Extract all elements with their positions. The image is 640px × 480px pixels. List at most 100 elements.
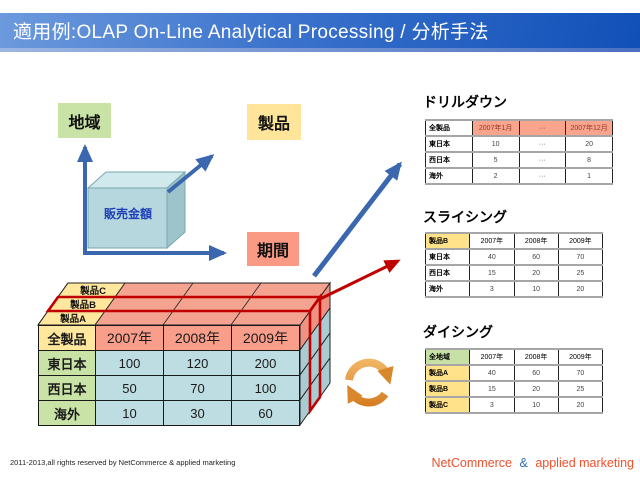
row-label: 製品A xyxy=(424,364,471,382)
cell: 10 xyxy=(471,135,520,153)
cell: 15 xyxy=(469,380,515,398)
slicing-table: 製品B 2007年 2008年 2009年 東日本 40 60 70 西日本 1… xyxy=(424,232,604,298)
row-label: 西日本 xyxy=(425,151,473,169)
header-cell: 2009年 xyxy=(557,348,604,366)
cell: 25 xyxy=(557,264,604,282)
cell: 200 xyxy=(231,350,300,376)
cube-header-all-products: 全製品 xyxy=(38,325,96,351)
cell: 50 xyxy=(95,375,164,401)
copyright-text: 2011-2013,all rights reserved by NetComm… xyxy=(10,458,236,467)
table-row: 東日本 100 120 200 xyxy=(38,350,300,376)
header-cell: 2007年1月 xyxy=(471,119,520,137)
table-row: 西日本 15 20 25 xyxy=(424,264,604,282)
row-label: 西日本 xyxy=(38,375,96,401)
table-row: 西日本 5 ··· 8 xyxy=(425,151,613,169)
row-label: 西日本 xyxy=(424,264,471,282)
cell: 10 xyxy=(513,396,559,414)
cell: ··· xyxy=(518,167,567,185)
logo-ampersand: & xyxy=(519,456,528,470)
logo-netcommerce: NetCommerce xyxy=(431,456,513,470)
page-title: 適用例:OLAP On-Line Analytical Processing /… xyxy=(13,22,489,43)
layer-label-product-c: 製品C xyxy=(79,285,106,297)
cell: 25 xyxy=(557,380,604,398)
table-row: 西日本 50 70 100 xyxy=(38,375,300,401)
dicing-table: 全地域 2007年 2008年 2009年 製品A 40 60 70 製品B 1… xyxy=(424,348,604,414)
cell: 60 xyxy=(513,364,559,382)
row-label: 製品B xyxy=(424,380,471,398)
logo-applied-marketing: applied marketing xyxy=(535,456,634,470)
slide-title-bar: 適用例:OLAP On-Line Analytical Processing /… xyxy=(0,13,640,48)
cell: 20 xyxy=(565,135,613,153)
table-row: 東日本 10 ··· 20 xyxy=(425,135,613,153)
cell: 15 xyxy=(469,264,515,282)
row-label: 海外 xyxy=(38,400,96,426)
row-label: 東日本 xyxy=(424,248,471,266)
cube-measure-label: 販売金額 xyxy=(103,207,152,221)
cube-header-2007: 2007年 xyxy=(95,325,164,351)
table-row: 海外 2 ··· 1 xyxy=(425,167,613,185)
cell: 20 xyxy=(557,280,604,298)
cell: ··· xyxy=(518,135,567,153)
cube-front-table: 全製品 2007年 2008年 2009年 東日本 100 120 200 西日… xyxy=(38,325,300,426)
axis-arrow-product xyxy=(166,154,215,194)
row-label: 東日本 xyxy=(38,350,96,376)
layer-label-product-b: 製品B xyxy=(69,299,96,311)
cycle-arrows-icon xyxy=(345,358,394,407)
header-cell: 2008年 xyxy=(513,348,559,366)
slicing-title: スライシング xyxy=(423,209,507,225)
axis-label-region-text: 地域 xyxy=(68,114,101,132)
row-label: 東日本 xyxy=(425,135,473,153)
cell: 1 xyxy=(565,167,613,185)
table-row: 製品C 3 10 20 xyxy=(424,396,604,414)
header-cell: 2007年12月 xyxy=(565,119,613,137)
cell: 30 xyxy=(163,400,232,426)
dice-highlight-band xyxy=(308,292,322,416)
drilldown-table: 全製品 2007年1月 ··· 2007年12月 東日本 10 ··· 20 西… xyxy=(425,119,613,185)
header-cell: 2007年 xyxy=(469,232,515,250)
header-cell: 2009年 xyxy=(557,232,604,250)
cell: 60 xyxy=(231,400,300,426)
company-logo: NetCommerce & applied marketing xyxy=(431,456,634,470)
cell: 70 xyxy=(163,375,232,401)
axis-label-region: 地域 xyxy=(58,103,111,138)
header-cell: ··· xyxy=(518,119,567,137)
header-cell: 全地域 xyxy=(424,348,471,366)
row-label: 海外 xyxy=(425,167,473,185)
cell: 3 xyxy=(469,280,515,298)
cell: 20 xyxy=(513,380,559,398)
row-label: 製品C xyxy=(424,396,471,414)
cell: 2 xyxy=(471,167,520,185)
table-row: 海外 3 10 20 xyxy=(424,280,604,298)
cell: 120 xyxy=(163,350,232,376)
axis-label-product: 製品 xyxy=(247,104,301,140)
cell: 10 xyxy=(95,400,164,426)
cube-header-2008: 2008年 xyxy=(163,325,232,351)
axis-label-period: 期間 xyxy=(247,232,299,266)
arrow-to-slicing xyxy=(319,259,401,301)
cell: ··· xyxy=(518,151,567,169)
header-cell: 2008年 xyxy=(513,232,559,250)
olap-cube xyxy=(86,170,187,250)
cell: 100 xyxy=(231,375,300,401)
cell: 40 xyxy=(469,364,515,382)
table-row: 東日本 40 60 70 xyxy=(424,248,604,266)
table-row: 製品B 15 20 25 xyxy=(424,380,604,398)
cell: 70 xyxy=(557,364,604,382)
arrow-to-drilldown xyxy=(312,161,402,278)
axis-label-period-text: 期間 xyxy=(256,243,289,260)
cell: 20 xyxy=(557,396,604,414)
cell: 100 xyxy=(95,350,164,376)
cell: 8 xyxy=(565,151,613,169)
cell: 10 xyxy=(513,280,559,298)
axis-label-product-text: 製品 xyxy=(257,116,290,133)
table-row: 海外 10 30 60 xyxy=(38,400,300,426)
dicing-title: ダイシング xyxy=(423,324,493,340)
cell: 5 xyxy=(471,151,520,169)
header-cell: 製品B xyxy=(424,232,471,250)
title-bar-accent-strip xyxy=(0,48,640,52)
cell: 70 xyxy=(557,248,604,266)
cell: 20 xyxy=(513,264,559,282)
row-label: 海外 xyxy=(424,280,471,298)
